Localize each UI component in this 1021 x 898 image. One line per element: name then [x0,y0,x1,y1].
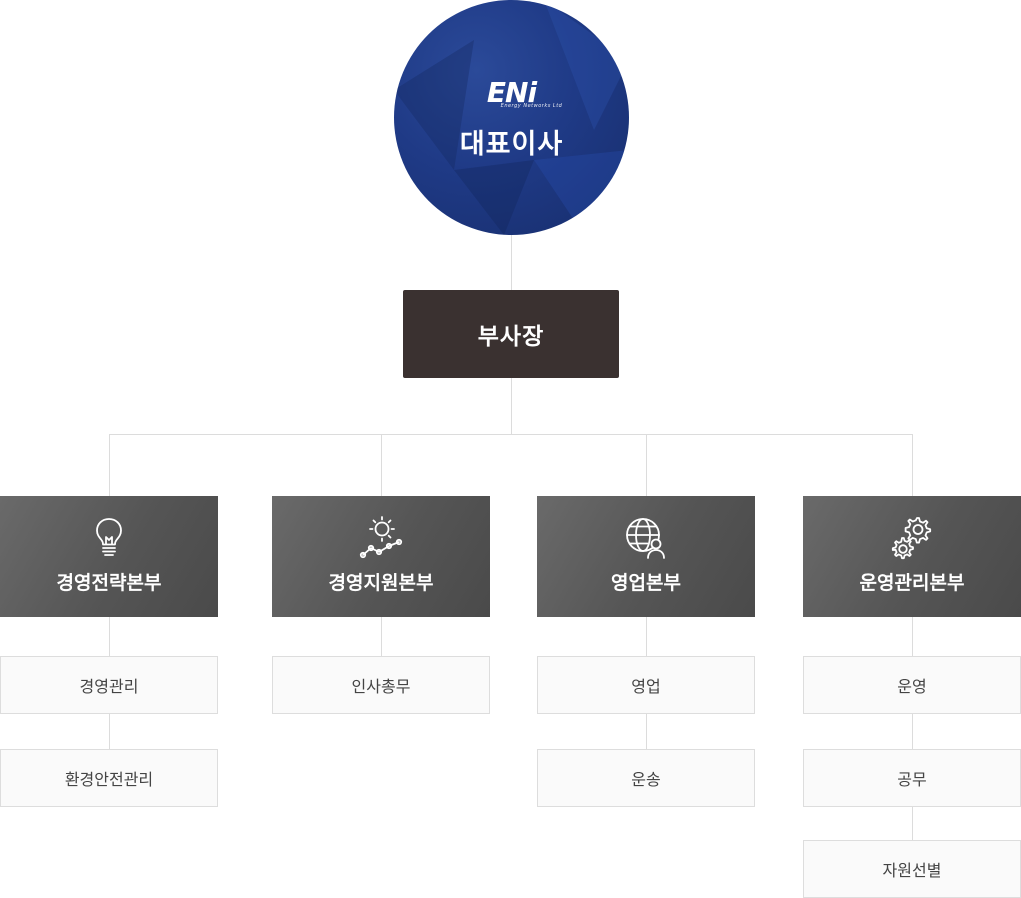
team-box: 영업 [537,656,755,714]
connector-div2-team [381,617,382,656]
connector-horizontal-bus [109,434,913,435]
team-box: 자원선별 [803,840,1021,898]
division-label: 경영지원본부 [328,572,434,594]
vice-president-title: 부사장 [477,324,545,350]
ceo-title: 대표이사 [459,129,564,160]
team-label: 환경안전관리 [64,770,154,789]
team-label: 운송 [631,770,661,789]
connector-bus-div1 [109,434,110,496]
connector-bus-div2 [381,434,382,496]
sun-chart-icon [359,516,403,559]
team-box: 운영 [803,656,1021,714]
division-support: 경영지원본부 [272,496,490,617]
connector-vp-bus [511,378,512,434]
globe-person-icon [626,518,665,559]
ceo-node: ENi Energy Networks Ltd 대표이사 [394,0,629,235]
connector-bus-div3 [646,434,647,496]
team-label: 영업 [631,677,661,696]
ceo-background-facets [394,0,629,235]
division-label: 운영관리본부 [859,572,965,594]
connector-bus-div4 [912,434,913,496]
division-strategy: 경영전략본부 [0,496,218,617]
lightbulb-icon [96,518,122,556]
team-box: 경영관리 [0,656,218,714]
team-label: 공무 [897,770,927,789]
team-label: 운영 [897,677,927,696]
division-sales: 영업본부 [537,496,755,617]
team-box: 환경안전관리 [0,749,218,807]
gears-icon [891,517,932,560]
team-label: 경영관리 [79,677,139,696]
division-label: 영업본부 [611,572,681,594]
connector-ceo-vp [511,235,512,290]
team-box: 인사총무 [272,656,490,714]
vice-president-node: 부사장 [403,290,619,378]
connector-div4-team [912,617,913,840]
team-label: 자원선별 [882,861,942,880]
company-logo: ENi Energy Networks Ltd [486,76,563,109]
team-box: 공무 [803,749,1021,807]
division-label: 경영전략본부 [56,572,162,594]
team-box: 운송 [537,749,755,807]
division-operations: 운영관리본부 [803,496,1021,617]
team-label: 인사총무 [351,677,411,696]
